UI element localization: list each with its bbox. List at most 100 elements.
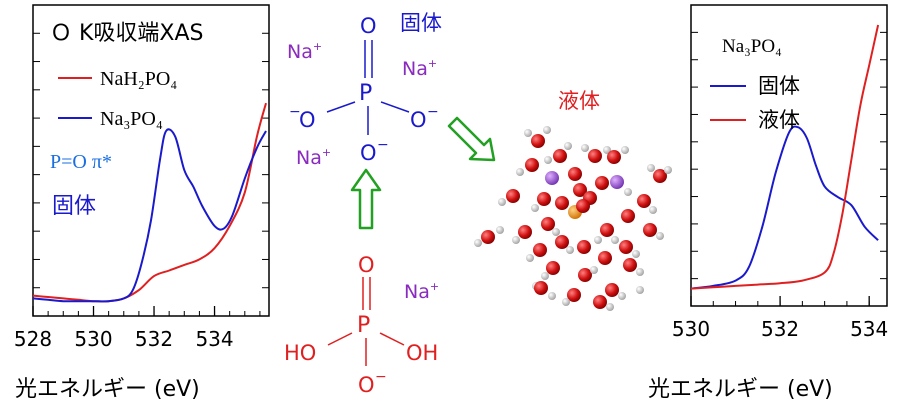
atom-h xyxy=(632,250,640,258)
chemistry-diagram: 固体 O P − O O − O − Na+ Na+ Na+ xyxy=(284,11,672,397)
left-plot-frame xyxy=(32,4,270,317)
left-ticks xyxy=(32,32,269,316)
atom-h xyxy=(541,272,549,280)
atom-o xyxy=(598,251,612,265)
atom-h xyxy=(562,298,570,306)
liquid-molecular-cluster xyxy=(474,126,672,311)
atom-na xyxy=(545,171,559,185)
atom-h xyxy=(552,228,560,236)
right-legend-heading: Na₃PO₄ xyxy=(722,36,782,57)
atom-h xyxy=(656,232,664,240)
atom-h xyxy=(624,188,632,196)
atom-h xyxy=(647,164,655,172)
x-tick-label: 532 xyxy=(761,317,799,341)
atom-o xyxy=(553,149,567,163)
atom-h xyxy=(498,198,506,206)
atom-h xyxy=(566,246,574,254)
series-line-0-1 xyxy=(32,128,267,303)
x-tick-label: 534 xyxy=(850,317,888,341)
na-liquid: Na+ xyxy=(404,280,439,303)
liquid-p: P xyxy=(357,313,370,338)
atom-o xyxy=(481,230,495,244)
atom-h xyxy=(581,144,589,152)
atom-h xyxy=(664,166,672,174)
phosphate-solid: 固体 O P − O O − O − Na+ Na+ Na+ xyxy=(287,11,442,169)
legend-label-na3po4: Na₃PO₄ xyxy=(100,108,163,130)
atom-h xyxy=(548,292,556,300)
atom-o xyxy=(653,169,667,183)
liquid-bond-right xyxy=(379,332,405,346)
atom-h xyxy=(618,292,626,300)
liquid-oh-right: OH xyxy=(406,341,438,365)
solid-p: P xyxy=(359,81,372,106)
right-ticks xyxy=(690,31,887,306)
atom-o xyxy=(531,134,545,148)
na-top-right: Na+ xyxy=(402,57,437,80)
atom-o xyxy=(595,176,609,190)
liquid-o-bottom: O xyxy=(358,373,375,397)
left-lines xyxy=(32,102,267,303)
atom-h xyxy=(649,206,657,214)
atom-o xyxy=(518,225,532,239)
arrow-up xyxy=(350,168,382,230)
annotation-solid-left: 固体 xyxy=(52,194,96,219)
phosphate-liquid: O P HO OH O − Na+ xyxy=(284,253,439,397)
atom-h xyxy=(636,286,644,294)
atom-h xyxy=(543,126,551,134)
solid-o-bottom-minus: − xyxy=(377,137,389,153)
x-tick-label: 530 xyxy=(672,317,710,341)
atom-o xyxy=(607,150,621,164)
atom-o xyxy=(546,261,560,275)
atom-o xyxy=(619,240,633,254)
atom-h xyxy=(512,236,520,244)
liquid-ho-left: HO xyxy=(284,341,316,365)
legend-label-nah2po4: NaH₂PO₄ xyxy=(100,68,177,90)
solid-label: 固体 xyxy=(400,11,442,35)
atom-o xyxy=(567,288,581,302)
atom-o xyxy=(555,196,569,210)
atom-o xyxy=(605,283,619,297)
atom-o xyxy=(534,281,548,295)
atom-na xyxy=(610,175,624,189)
x-tick-label: 528 xyxy=(14,327,52,351)
atom-h xyxy=(564,142,572,150)
solid-o-top: O xyxy=(360,14,377,38)
solid-o-right-minus: − xyxy=(427,104,439,120)
atom-o xyxy=(576,199,590,213)
arrow-diagonal xyxy=(447,116,496,162)
atom-o xyxy=(643,223,657,237)
atom-h xyxy=(611,236,619,244)
atom-o xyxy=(525,158,539,172)
legend-label-liquid: 液体 xyxy=(758,108,800,132)
atom-o xyxy=(621,209,635,223)
liquid-o-bottom-minus: − xyxy=(375,369,387,385)
na-top-left: Na+ xyxy=(287,40,322,63)
atom-h xyxy=(474,239,482,247)
atom-o xyxy=(588,149,602,163)
right-x-axis-label: 光エネルギー (eV) xyxy=(648,377,833,402)
atom-o xyxy=(577,240,591,254)
atom-o xyxy=(578,268,592,282)
right-plot-frame xyxy=(690,4,888,307)
atom-o xyxy=(555,235,569,249)
liquid-o-top: O xyxy=(358,253,375,277)
atom-h xyxy=(531,204,539,212)
atom-h xyxy=(636,268,644,276)
atom-o xyxy=(623,258,637,272)
liquid-bond-left xyxy=(327,332,353,346)
atom-h xyxy=(606,303,614,311)
solid-o-left: O xyxy=(299,108,316,132)
x-tick-label: 530 xyxy=(74,327,112,351)
atom-o xyxy=(600,223,614,237)
x-tick-label: 532 xyxy=(135,327,173,351)
atom-o xyxy=(573,183,587,197)
annotation-p-o-pi: P=O π* xyxy=(50,151,112,173)
atom-h xyxy=(594,236,602,244)
solid-bond-left xyxy=(326,101,356,113)
solid-o-right: O xyxy=(410,108,427,132)
right-lines xyxy=(690,24,880,290)
